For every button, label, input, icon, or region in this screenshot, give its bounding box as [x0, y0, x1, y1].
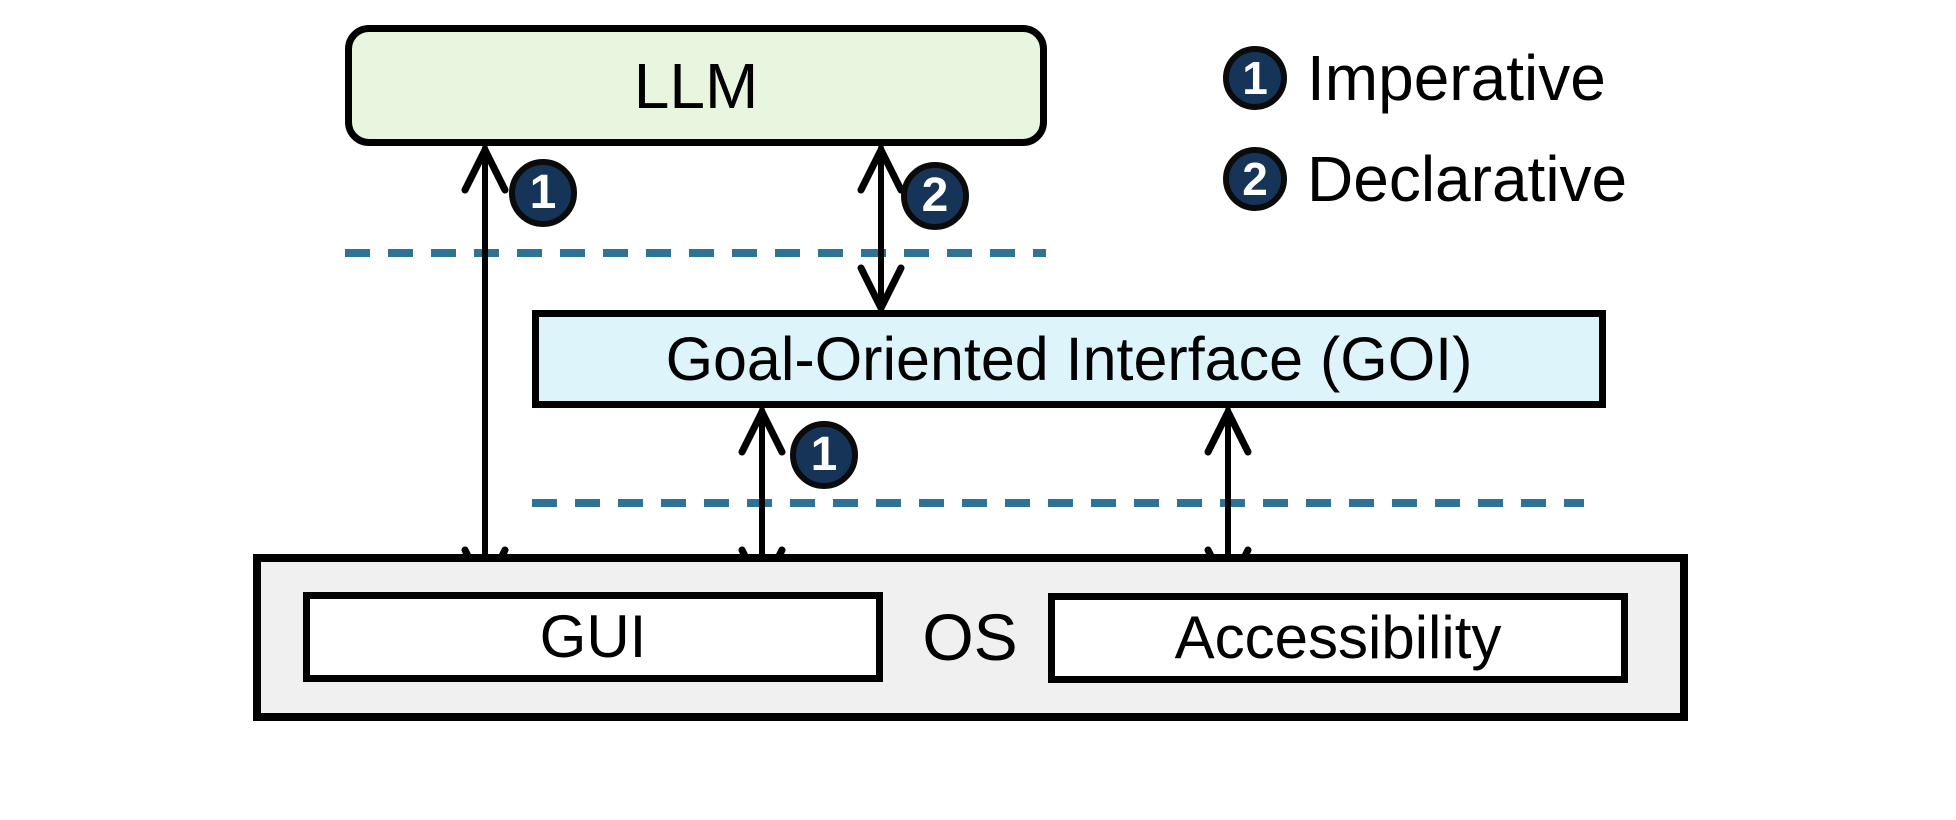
- legend-badge-1-icon: 1: [1223, 46, 1287, 110]
- legend: 1 Imperative 2 Declarative: [1223, 44, 1627, 246]
- arrow-llm-goi: [857, 145, 905, 312]
- arrow-llm-gui: [461, 145, 509, 594]
- legend-item-imperative: 1 Imperative: [1223, 44, 1627, 112]
- llm-box: LLM: [345, 25, 1047, 146]
- goi-box: Goal-Oriented Interface (GOI): [532, 310, 1606, 408]
- legend-badge-2-icon: 2: [1223, 147, 1287, 211]
- legend-item-label: Imperative: [1307, 42, 1606, 114]
- legend-item-label: Declarative: [1307, 143, 1628, 215]
- gui-label: GUI: [539, 603, 647, 670]
- accessibility-box: Accessibility: [1048, 593, 1628, 683]
- gui-box: GUI: [303, 592, 883, 682]
- os-label: OS: [922, 600, 1018, 674]
- accessibility-label: Accessibility: [1174, 604, 1502, 671]
- badge-1-icon: 1: [509, 159, 577, 227]
- legend-item-declarative: 2 Declarative: [1223, 145, 1627, 213]
- llm-label: LLM: [633, 49, 759, 122]
- goi-label: Goal-Oriented Interface (GOI): [665, 324, 1473, 393]
- badge-2-icon: 2: [901, 162, 969, 230]
- badge-1-icon: 1: [790, 421, 858, 489]
